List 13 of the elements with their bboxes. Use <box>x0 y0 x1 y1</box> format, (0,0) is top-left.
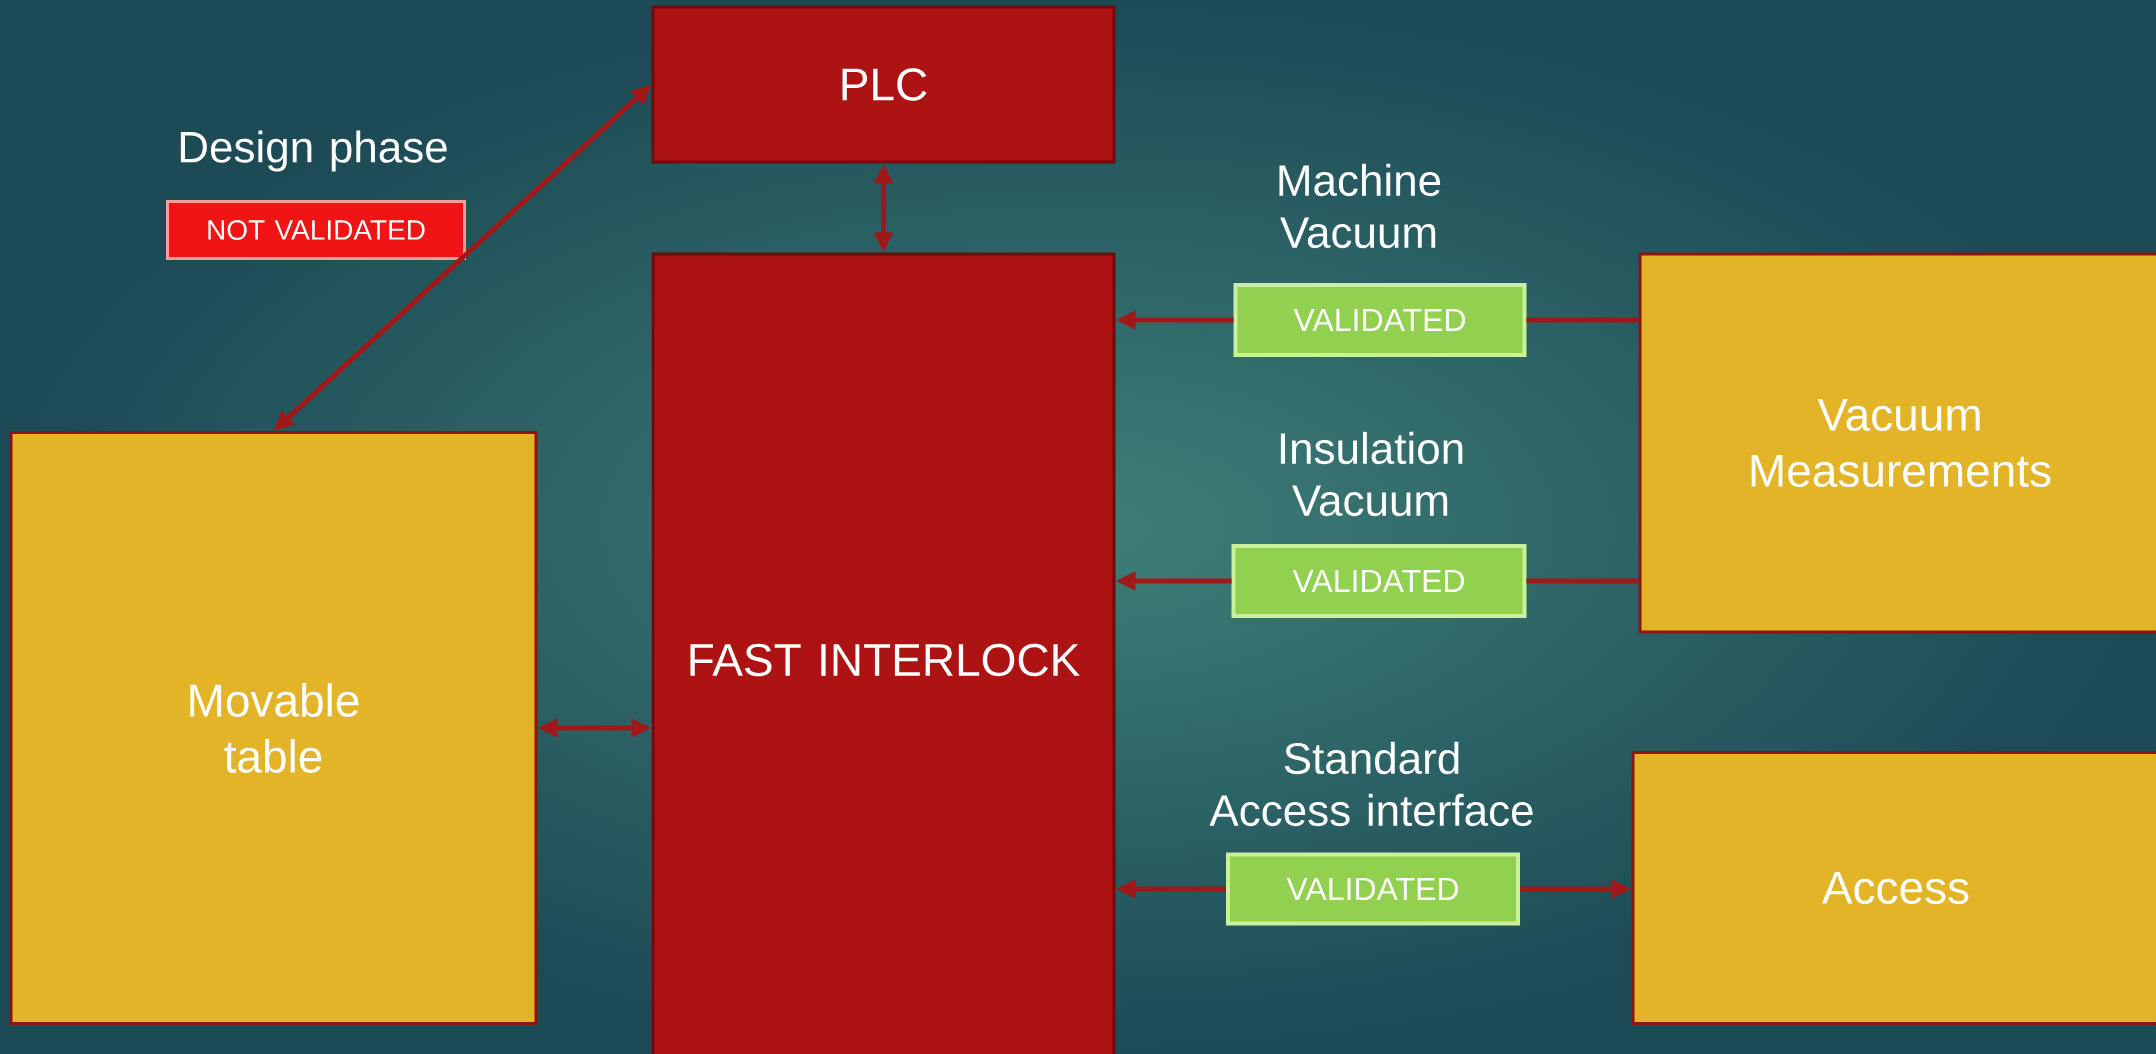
status-badge: NOT VALIDATED <box>166 200 466 260</box>
system-box: Movable table <box>9 431 538 1025</box>
system-box: Access <box>1631 751 2156 1025</box>
system-box: Vacuum Measurements <box>1638 252 2156 634</box>
badge-heading: Standard Access interface <box>1209 741 1533 827</box>
badge-heading: Machine Vacuum <box>1279 163 1441 249</box>
badge-heading: Insulation Vacuum <box>1280 431 1463 517</box>
badge-heading: Design phase <box>180 130 447 172</box>
system-box: PLC <box>651 5 1116 164</box>
status-badge: VALIDATED <box>1233 283 1527 357</box>
status-badge: VALIDATED <box>1231 544 1527 618</box>
status-badge: VALIDATED <box>1226 852 1520 926</box>
system-box: FAST INTERLOCK <box>651 252 1116 1054</box>
